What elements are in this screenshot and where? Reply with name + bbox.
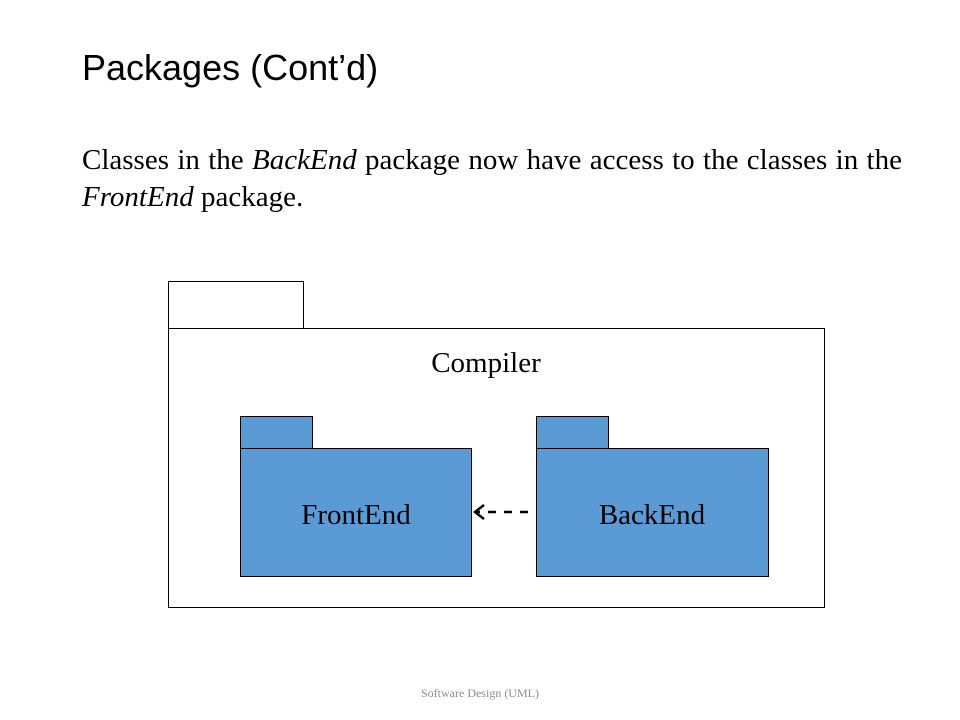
frontend-package-label: FrontEnd (301, 499, 411, 531)
frontend-package: FrontEnd (240, 416, 472, 577)
dependency-arrowhead (472, 504, 485, 520)
frontend-package-body (240, 448, 472, 577)
slide-title: Packages (Cont’d) (82, 47, 379, 88)
frontend-emphasis: FrontEnd (82, 181, 194, 213)
slide-body-text: Classes in the BackEnd package now have … (82, 142, 902, 216)
backend-package: BackEnd (536, 416, 769, 577)
backend-emphasis: BackEnd (252, 144, 357, 176)
frontend-package-tab (240, 416, 313, 449)
backend-package-body (536, 448, 769, 577)
compiler-package-tab (168, 281, 304, 329)
compiler-package-label: Compiler (431, 347, 541, 379)
backend-package-label: BackEnd (599, 499, 706, 531)
slide-footer: Software Design (UML) (421, 686, 539, 700)
body-text-part: Classes in the (82, 144, 253, 176)
body-text-part: package now have access to the classes i… (356, 144, 902, 176)
dependency-arrow (472, 504, 528, 520)
body-text-part: package. (193, 181, 304, 213)
backend-package-tab (536, 416, 609, 449)
